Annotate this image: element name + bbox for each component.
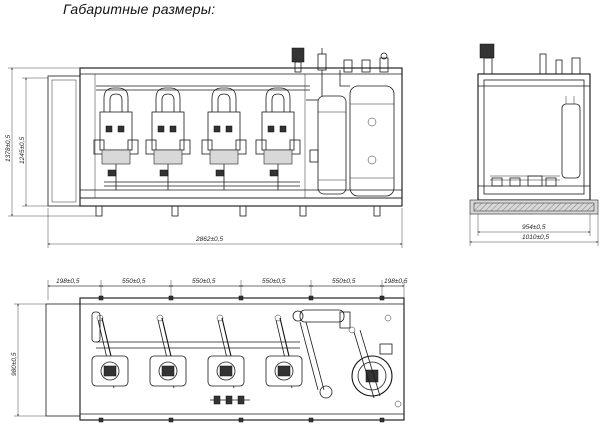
dim-top-spacing-4: 550±0,5 [262,278,286,285]
dim-end-overall-width: 1010±0,5 [469,214,599,246]
side-view-compressor-1 [93,87,139,190]
side-view-compressor-2 [145,87,191,190]
dim-top-spacing-6: 198±0,5 [384,278,408,285]
top-view-compressor-2 [149,314,187,389]
dim-end-inner-width: 954±0,5 [477,214,591,236]
dim-end-inner-width-label: 954±0,5 [522,224,546,231]
side-view-top-valves [291,47,389,73]
top-view: 198±0,5 550±0,5 550±0,5 550±0,5 550±0,5 … [11,278,408,423]
side-view-cabinet [47,75,81,207]
dim-side-inner-height-label: 1245±0,5 [19,137,26,164]
dim-side-width-label: 2862±0,5 [195,236,223,243]
side-view-compressor-4 [255,87,301,190]
dim-side-inner-height: 1245±0,5 [19,77,48,207]
dim-side-width: 2862±0,5 [47,208,403,248]
dim-side-height-label: 1378±0,5 [5,135,12,162]
dim-top-depth: 980±0,5 [11,303,46,417]
dim-side-height: 1378±0,5 [5,67,96,217]
top-view-compressor-1 [91,314,129,389]
top-view-compressor-4 [265,314,303,389]
top-view-compressor-3 [207,314,245,389]
top-view-cabinet [45,303,81,417]
dim-top-spacing-chain: 198±0,5 550±0,5 550±0,5 550±0,5 550±0,5 … [47,278,408,300]
dim-top-spacing-5: 550±0,5 [332,278,356,285]
end-view-frame [477,73,591,201]
dim-end-overall-width-label: 1010±0,5 [522,234,549,241]
dim-top-depth-label: 980±0,5 [11,352,18,376]
side-view: 2862±0,5 1378±0,5 1245±0,5 [5,47,403,248]
top-view-oil-separator [292,309,351,399]
dim-top-spacing-3: 550±0,5 [192,278,216,285]
top-view-receiver [348,326,393,399]
dim-top-spacing-2: 550±0,5 [122,278,146,285]
drawing-title: Габаритные размеры: [63,1,216,17]
side-view-receiver [349,85,395,197]
side-view-oil-separator [309,95,347,195]
end-view: 954±0,5 1010±0,5 [469,43,599,246]
dim-top-spacing-1: 198±0,5 [56,278,80,285]
side-view-compressor-3 [201,87,247,190]
